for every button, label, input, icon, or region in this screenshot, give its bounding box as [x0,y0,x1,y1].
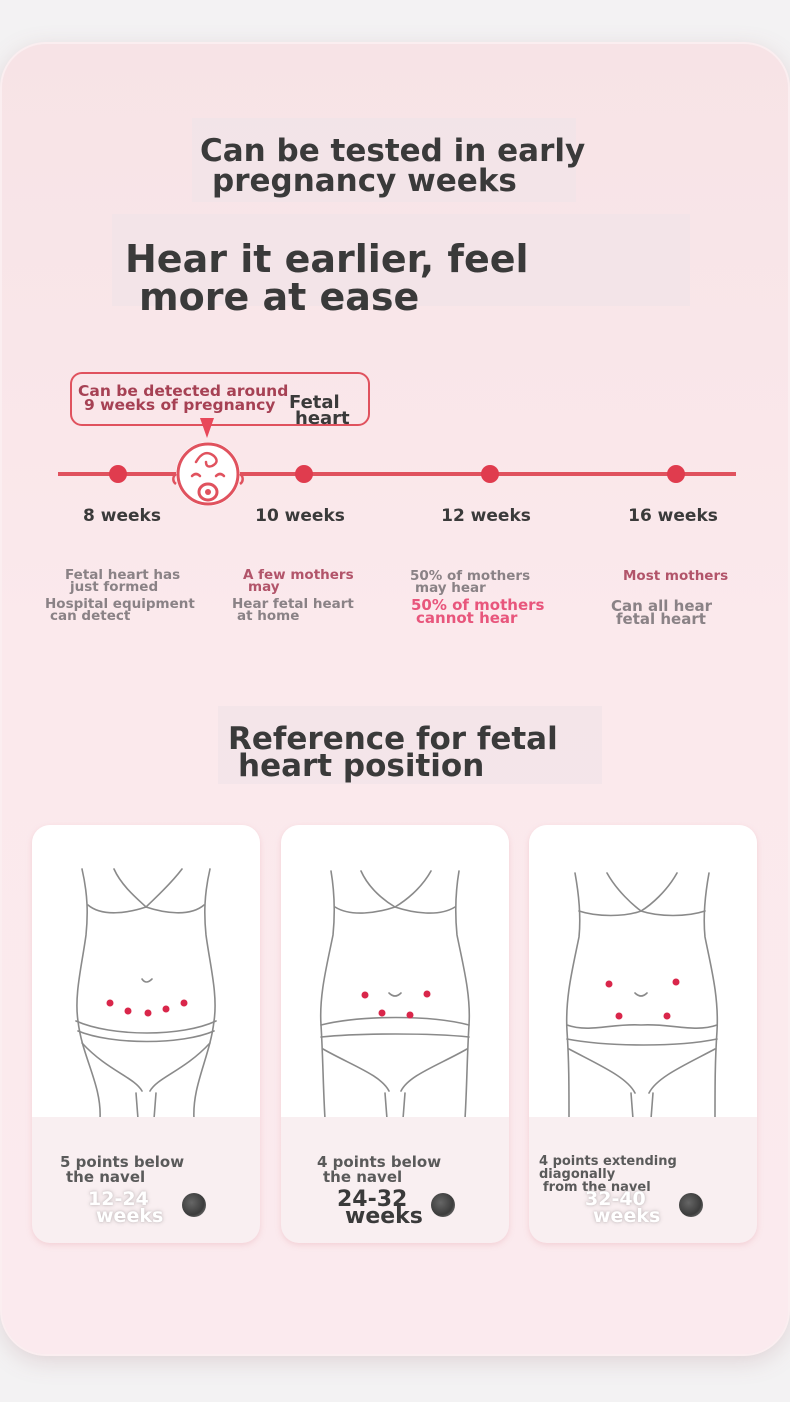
section-title-line1: Reference for fetal [228,721,558,757]
week-label-16: 16 weeks [628,506,718,526]
week-8-desc2: just formed [70,579,159,595]
position-1-line1: 5 points below [60,1153,185,1171]
position-weeks-1: 12-24 weeks [88,1188,198,1227]
indicator-dot-icon [431,1193,455,1217]
body-outline-icon [75,868,217,1120]
body-outline-image [529,825,757,1120]
indicator-dot-icon [679,1193,703,1217]
position-weeks-2: 24-32 weeks [337,1187,447,1229]
timeline-dot-16 [667,465,685,483]
timeline-dot-12 [481,465,499,483]
body-outline-icon [319,870,471,1120]
week-8-desc4: can detect [50,608,131,624]
timeline [58,442,736,506]
callout-tag: Fetal heart [289,392,350,429]
position-1-weeks1: 12-24 [88,1188,149,1210]
position-1-line2: the navel [66,1168,146,1186]
week-16-desc-b: Can all hear fetal heart [611,597,713,628]
week-label-12: 12 weeks [441,506,531,526]
page-subtitle-line1: Hear it earlier, feel [125,237,529,281]
section-title-line2: heart position [238,748,485,784]
callout-tag-line1: Fetal [289,392,340,413]
week-label-8: 8 weeks [83,506,161,526]
position-card-3: 4 points extending diagonally from the n… [529,825,757,1243]
position-2-weeks2: weeks [345,1204,423,1229]
week-8-desc1: Fetal heart has [65,567,181,583]
indicator-dot-icon [182,1193,206,1217]
detection-callout-text: Can be detected around 9 weeks of pregna… [78,382,308,414]
week-12-desc1: 50% of mothers [410,568,531,584]
position-3-line2: from the navel [543,1180,651,1195]
week-8-desc3: Hospital equipment [45,596,195,612]
week-label-10: 10 weeks [255,506,345,526]
position-3-weeks1: 32-40 [585,1188,646,1210]
week-8-desc-b: Hospital equipment can detect [45,596,195,624]
position-3-weeks2: weeks [593,1205,661,1227]
callout-tag-line2: heart [295,408,350,429]
week-10-desc4: at home [237,608,300,624]
week-12-desc-b: 50% of mothers cannot hear [411,596,545,627]
week-10-desc2: may [248,579,280,595]
callout-pointer-icon [200,418,214,438]
title-highlight [192,118,576,202]
detection-callout-box [70,372,370,426]
week-16-desc-a: Most mothers [623,568,729,584]
page-title-line1: Can be tested in early [200,133,586,169]
week-12-desc4: cannot hear [416,609,518,627]
position-2-weeks1: 24-32 [337,1187,408,1212]
position-1-weeks2: weeks [96,1205,164,1227]
position-card-1: 5 points below the navel 12-24 weeks [32,825,260,1243]
callout-line2: 9 weeks of pregnancy [84,396,276,414]
page-subtitle: Hear it earlier, feel more at ease [125,240,625,316]
position-label-1: 5 points below the navel [60,1155,255,1185]
baby-face-icon [172,442,244,506]
week-8-desc-a: Fetal heart has just formed [65,567,181,595]
week-16-desc4: fetal heart [616,610,706,628]
subtitle-highlight [112,214,690,306]
position-weeks-3: 32-40 weeks [585,1188,695,1227]
week-10-desc1: A few mothers [243,567,354,583]
timeline-dot-8 [109,465,127,483]
page-subtitle-line2: more at ease [139,275,420,319]
callout-line1: Can be detected around [78,382,289,400]
position-2-line1: 4 points below [317,1153,442,1171]
week-10-desc3: Hear fetal heart [232,596,354,612]
week-12-desc-a: 50% of mothers may hear [410,568,531,596]
body-outline-image [32,825,260,1120]
page-title: Can be tested in early pregnancy weeks [200,133,620,199]
position-2-line2: the navel [323,1168,403,1186]
page-title-line2: pregnancy weeks [212,163,517,199]
week-12-desc2: may hear [415,580,486,596]
section-title-highlight [218,706,602,784]
week-10-desc-b: Hear fetal heart at home [232,596,354,624]
position-label-2: 4 points below the navel [317,1155,509,1185]
week-10-desc-a: A few mothers may [243,567,354,595]
position-3-line1: 4 points extending diagonally [539,1154,677,1182]
body-outline-icon [565,872,719,1120]
week-16-desc3: Can all hear [611,597,713,615]
position-card-2: 4 points below the navel 24-32 weeks [281,825,509,1243]
section-title: Reference for fetal heart position [228,721,628,784]
timeline-dot-10 [295,465,313,483]
week-16-desc1: Most mothers [623,568,729,584]
position-label-3: 4 points extending diagonally from the n… [539,1155,754,1194]
body-outline-image [281,825,509,1120]
week-12-desc3: 50% of mothers [411,596,545,614]
